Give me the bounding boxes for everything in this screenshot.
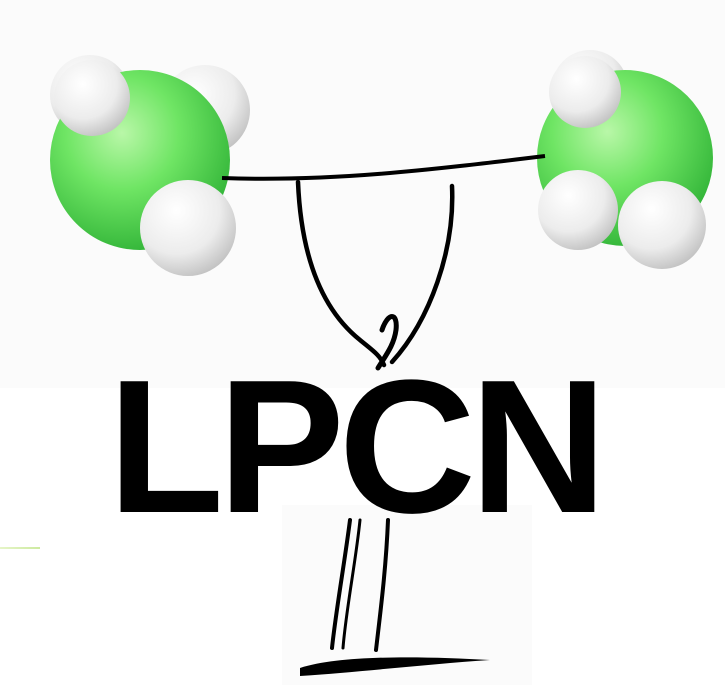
barbell-bar (221, 154, 546, 181)
hydrogen-atom (538, 170, 618, 250)
ground-shadow (300, 657, 490, 676)
accent-line (0, 547, 40, 549)
hydrogen-atom (140, 180, 236, 276)
molecule-icon-right (537, 50, 713, 269)
hydrogen-atom (549, 56, 621, 128)
hydrogen-atom (618, 181, 706, 269)
logo-background-bottom (282, 505, 532, 685)
logo-text: LPCN (107, 341, 607, 553)
weightlifter-figure-icon (295, 179, 490, 676)
hydrogen-atom (54, 60, 130, 136)
molecule-icon-left (50, 55, 250, 276)
